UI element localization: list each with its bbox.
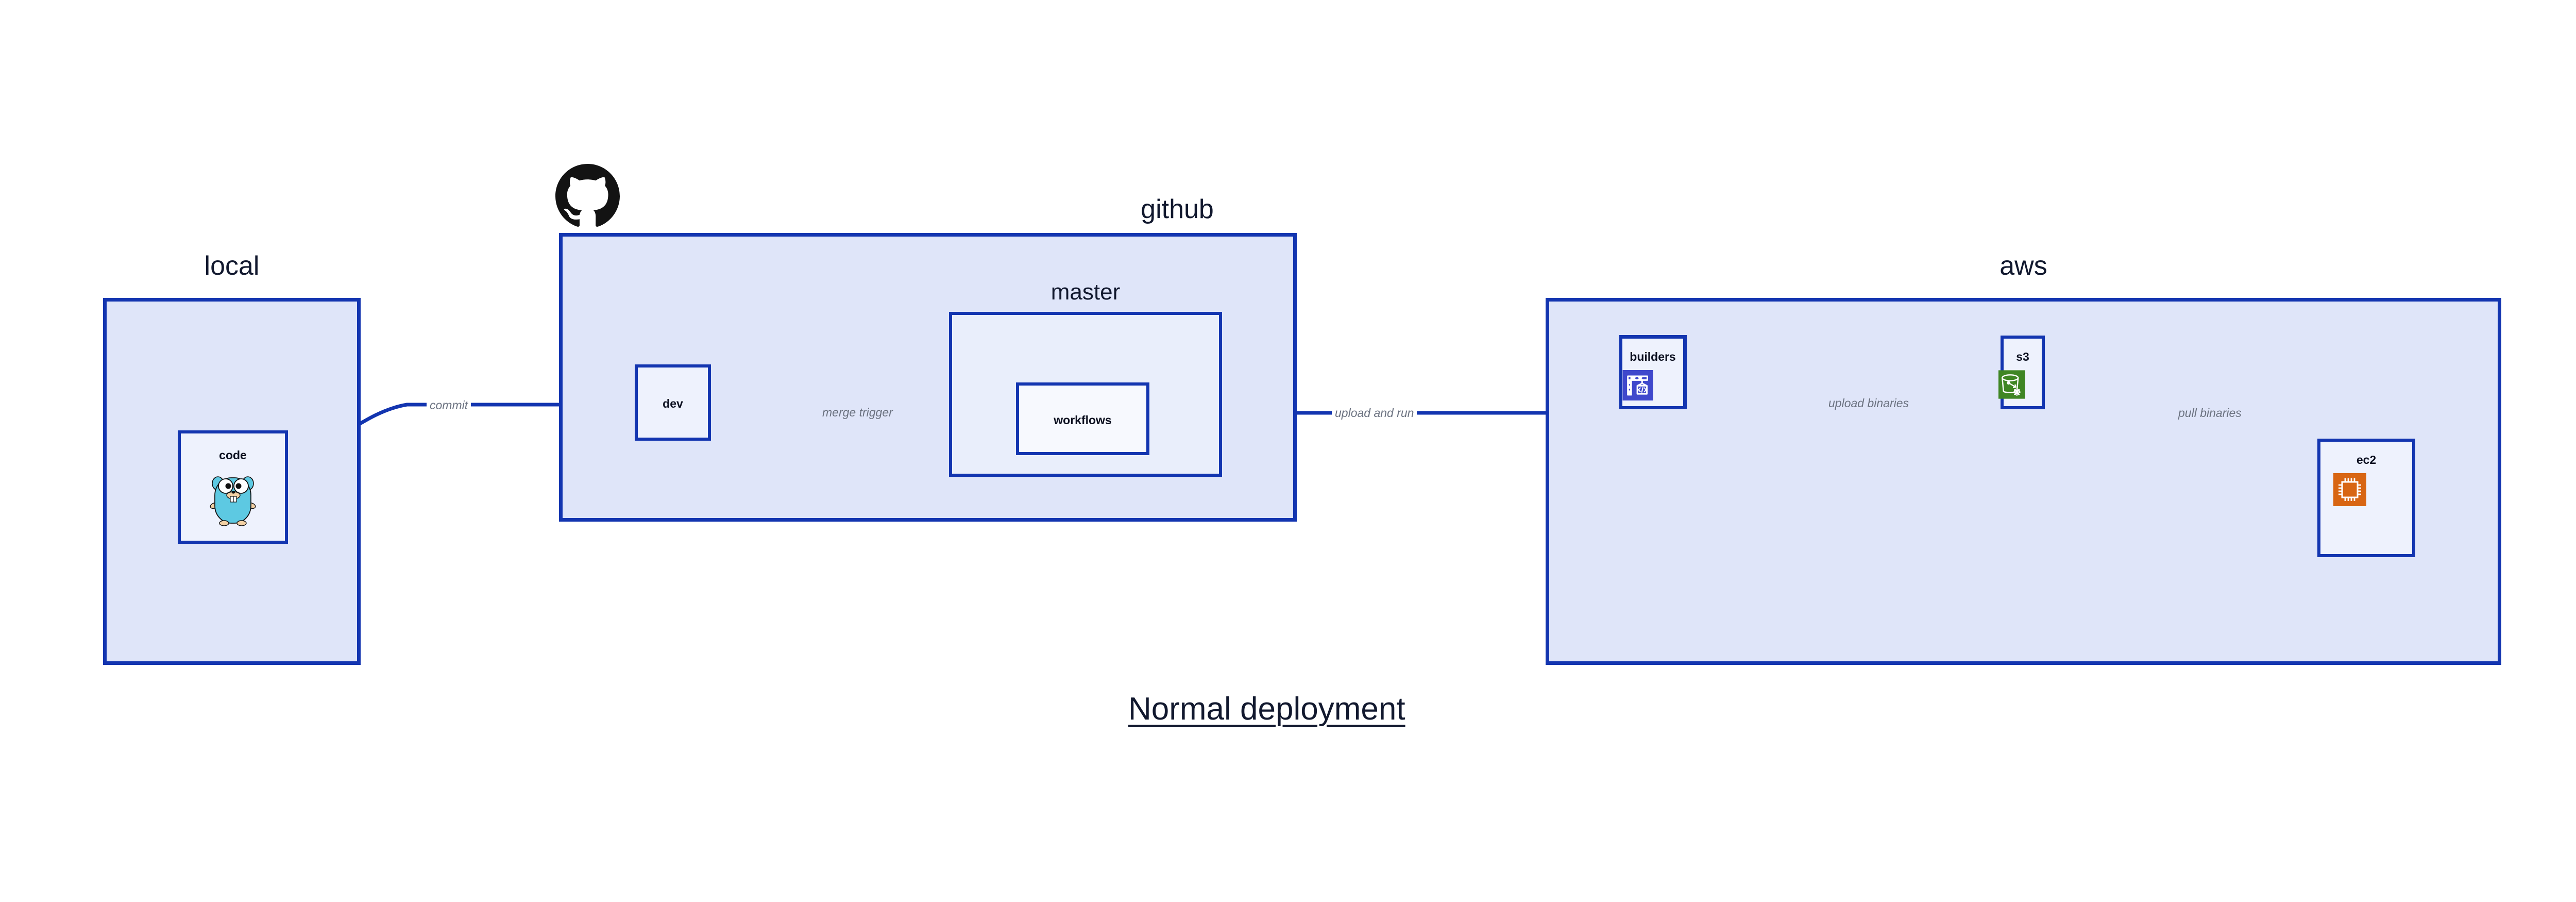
- github-octocat-logo: [555, 164, 620, 227]
- edge-label-upload-and-run: upload and run: [1332, 407, 1417, 419]
- aws-codebuild-icon: [1622, 370, 1653, 400]
- node-label-dev: dev: [663, 397, 683, 410]
- node-dev[interactable]: [635, 364, 711, 441]
- node-label-ec2: ec2: [2356, 453, 2377, 466]
- diagram-title: Normal deployment: [1128, 691, 1405, 727]
- edge-label-pull-binaries: pull binaries: [2175, 407, 2245, 419]
- group-label-local: local: [204, 251, 260, 281]
- edge-label-upload-binaries: upload binaries: [1825, 397, 1912, 409]
- node-label-s3: s3: [2016, 350, 2029, 363]
- edge-label-commit: commit: [427, 399, 471, 411]
- subgroup-label-master: master: [1050, 279, 1121, 305]
- node-label-workflows: workflows: [1054, 413, 1112, 427]
- aws-ec2-icon: [2333, 473, 2366, 506]
- node-code[interactable]: [178, 430, 288, 544]
- group-label-aws: aws: [1999, 251, 2047, 281]
- node-label-code: code: [219, 448, 247, 462]
- aws-s3-glacier-icon: [1998, 370, 2025, 399]
- edge-label-merge-trigger: merge trigger: [819, 407, 896, 419]
- group-label-github: github: [1141, 194, 1214, 224]
- node-workflows[interactable]: [1016, 382, 1149, 455]
- go-gopher-icon: [210, 476, 256, 526]
- node-label-builders: builders: [1630, 350, 1676, 363]
